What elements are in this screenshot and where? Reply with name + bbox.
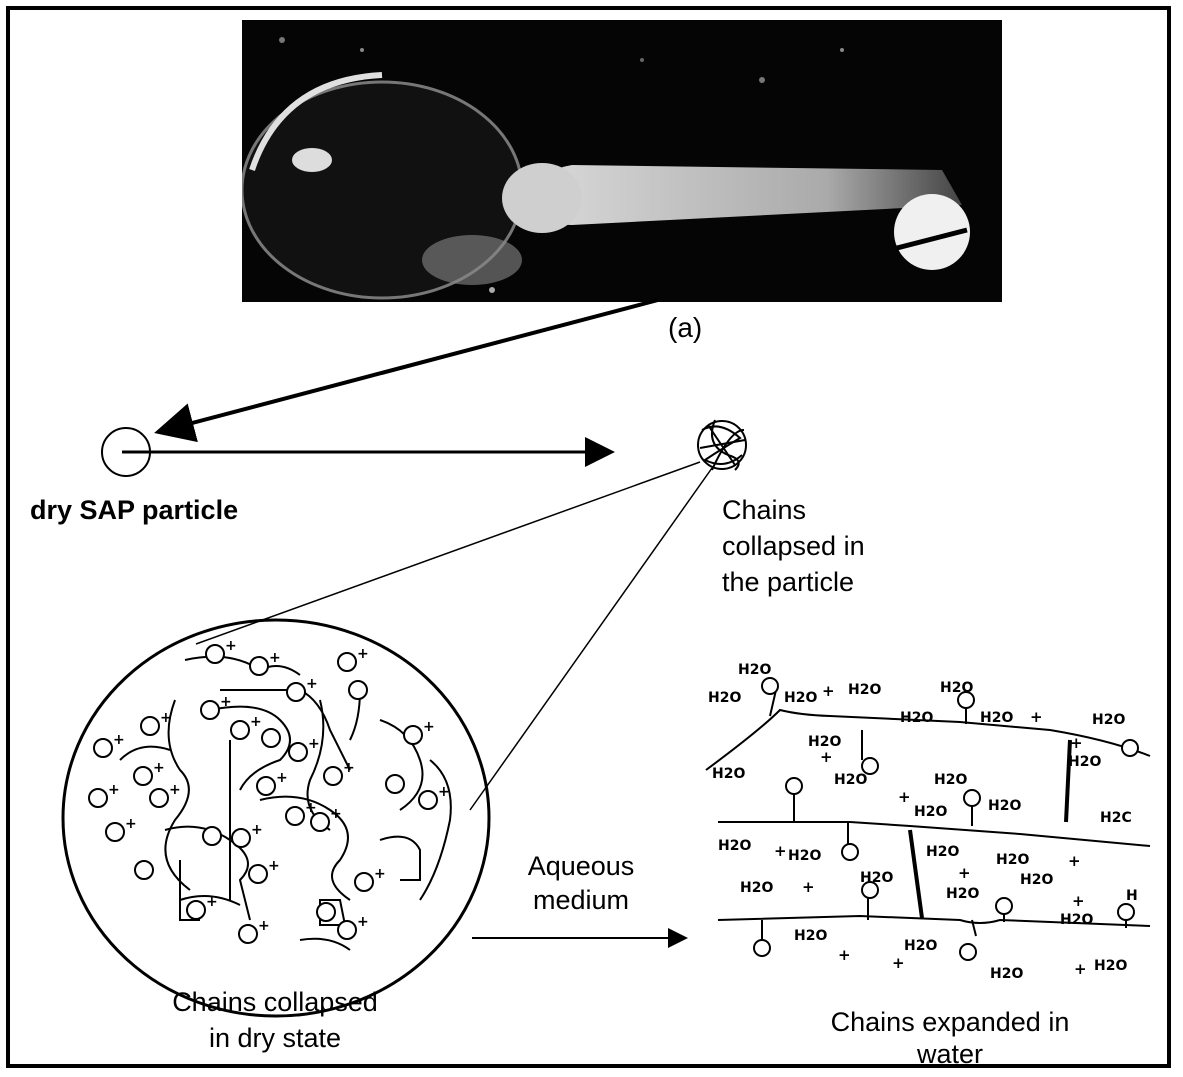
svg-text:+: + <box>774 842 787 860</box>
svg-text:+: + <box>1072 892 1085 910</box>
svg-text:+: + <box>250 714 262 730</box>
svg-text:+: + <box>125 816 137 832</box>
svg-text:+: + <box>330 806 342 822</box>
svg-text:H2O: H2O <box>914 804 947 820</box>
svg-text:H2O: H2O <box>1060 912 1093 928</box>
svg-text:H2O: H2O <box>934 772 967 788</box>
svg-text:H2O: H2O <box>784 690 817 706</box>
photo-to-particle-arrow <box>158 300 658 432</box>
svg-text:+: + <box>838 946 851 964</box>
svg-text:+: + <box>1074 960 1087 978</box>
svg-text:H2O: H2O <box>740 880 773 896</box>
svg-text:+: + <box>438 784 450 800</box>
dry-state-charges: +++ +++ +++ +++ +++ +++ +++ +++ + <box>89 638 450 943</box>
svg-text:H2O: H2O <box>1092 712 1125 728</box>
svg-text:+: + <box>357 914 369 930</box>
svg-text:+: + <box>206 894 218 910</box>
svg-text:+: + <box>113 732 125 748</box>
svg-text:+: + <box>153 760 165 776</box>
svg-text:+: + <box>306 676 318 692</box>
svg-text:+: + <box>108 782 120 798</box>
svg-text:+: + <box>169 782 181 798</box>
svg-text:H2O: H2O <box>926 844 959 860</box>
svg-text:H2O: H2O <box>1020 872 1053 888</box>
svg-text:+: + <box>822 682 835 700</box>
svg-text:H: H <box>1126 888 1138 904</box>
svg-text:+: + <box>276 770 288 786</box>
svg-text:H2O: H2O <box>718 838 751 854</box>
svg-text:H2O: H2O <box>708 690 741 706</box>
svg-text:H2O: H2O <box>712 766 745 782</box>
dry-particle-label: dry SAP particle <box>30 494 238 526</box>
svg-text:H2O: H2O <box>940 680 973 696</box>
svg-text:H2O: H2O <box>848 682 881 698</box>
chains-tangle <box>698 420 746 470</box>
svg-text:H2O: H2O <box>980 710 1013 726</box>
svg-text:+: + <box>958 864 971 882</box>
svg-text:H2O: H2O <box>794 928 827 944</box>
svg-text:H2O: H2O <box>1094 958 1127 974</box>
svg-text:+: + <box>820 748 833 766</box>
svg-text:H2O: H2O <box>988 798 1021 814</box>
svg-text:+: + <box>423 719 435 735</box>
svg-text:+: + <box>892 954 905 972</box>
svg-text:+: + <box>308 736 320 752</box>
svg-text:H2O: H2O <box>1068 754 1101 770</box>
svg-text:+: + <box>802 878 815 896</box>
svg-text:+: + <box>160 710 172 726</box>
svg-text:H2O: H2O <box>834 772 867 788</box>
svg-text:H2O: H2O <box>946 886 979 902</box>
svg-text:+: + <box>269 650 281 666</box>
svg-text:+: + <box>898 788 911 806</box>
svg-text:H2O: H2O <box>996 852 1029 868</box>
svg-text:+: + <box>220 694 232 710</box>
svg-text:+: + <box>1070 734 1083 752</box>
svg-text:H2O: H2O <box>990 966 1023 982</box>
svg-text:H2O: H2O <box>904 938 937 954</box>
svg-text:+: + <box>357 646 369 662</box>
svg-text:+: + <box>268 858 280 874</box>
svg-text:+: + <box>305 800 317 816</box>
svg-text:H2O: H2O <box>788 848 821 864</box>
svg-text:+: + <box>251 822 263 838</box>
svg-text:H2O: H2O <box>900 710 933 726</box>
svg-text:+: + <box>343 760 355 776</box>
svg-text:H2O: H2O <box>738 662 771 678</box>
svg-text:H2C: H2C <box>1100 810 1132 826</box>
svg-text:+: + <box>225 638 237 654</box>
dry-state-chains <box>120 657 451 950</box>
svg-text:+: + <box>1030 708 1043 726</box>
svg-text:H2O: H2O <box>860 870 893 886</box>
svg-text:+: + <box>258 918 270 934</box>
svg-text:+: + <box>374 866 386 882</box>
svg-text:+: + <box>1068 852 1081 870</box>
